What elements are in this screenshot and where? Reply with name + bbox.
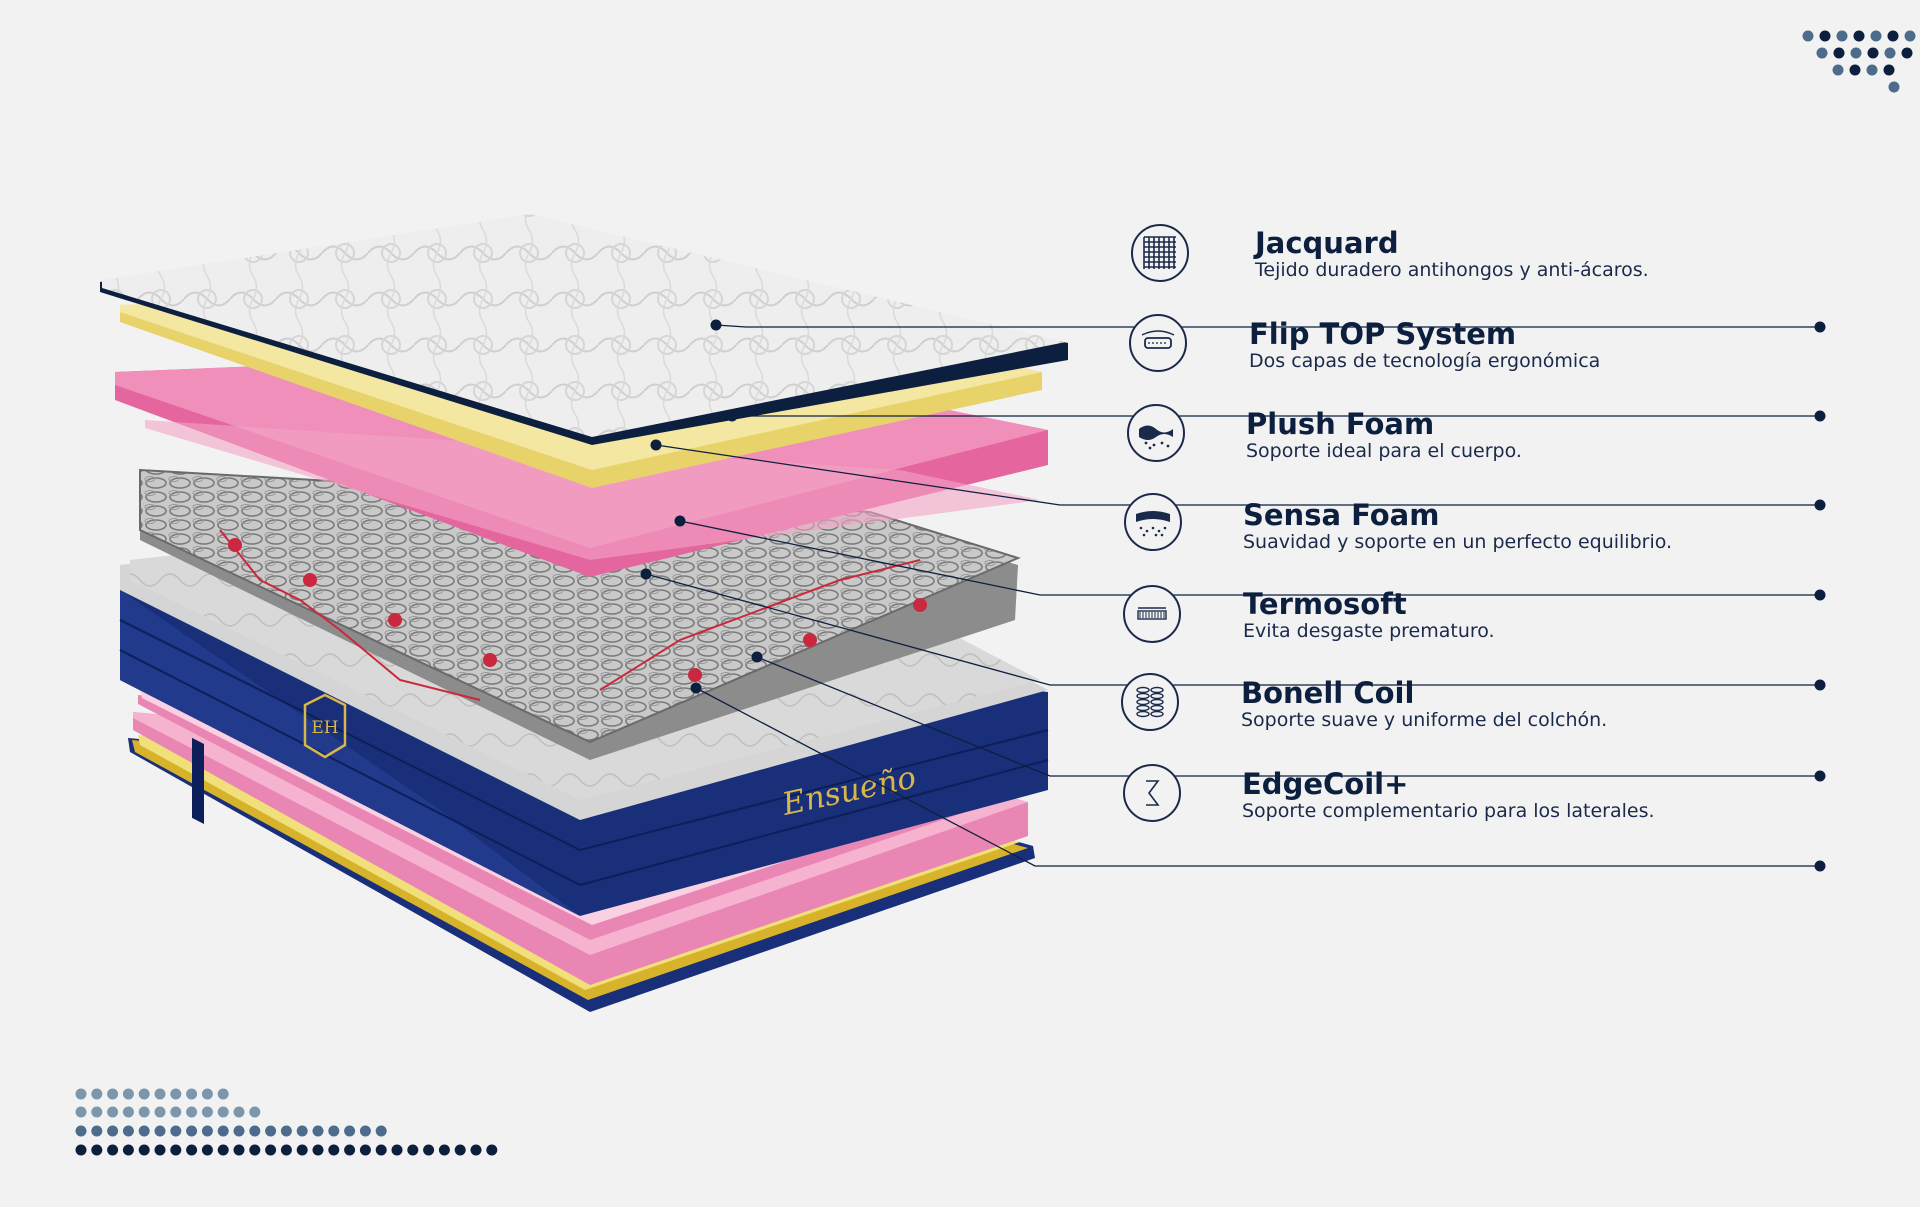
sensa-foam-icon bbox=[1124, 493, 1182, 551]
bonell-coil-unit bbox=[139, 468, 1021, 760]
feature-title: Bonell Coil bbox=[1241, 676, 1415, 710]
leader-line bbox=[645, 573, 1820, 686]
feature-title: Termosoft bbox=[1243, 587, 1407, 621]
feature-title: EdgeCoil+ bbox=[1242, 767, 1409, 801]
feature-title: Jacquard bbox=[1255, 226, 1399, 260]
leader-line bbox=[679, 520, 1820, 596]
feature-description: Tejido duradero antihongos y anti-ácaros… bbox=[1255, 259, 1649, 281]
feature-description: Dos capas de tecnología ergonómica bbox=[1249, 350, 1601, 372]
bonell-coil-icon bbox=[1121, 673, 1179, 731]
leader-dot bbox=[690, 682, 702, 694]
leader-dot bbox=[1814, 679, 1826, 691]
decorative-dots-bottom-left bbox=[75, 1088, 498, 1156]
leader-dot bbox=[650, 439, 662, 451]
termosoft-icon bbox=[1123, 585, 1181, 643]
plush-foam-icon bbox=[1127, 404, 1185, 462]
feature-description: Soporte complementario para los laterale… bbox=[1242, 800, 1655, 822]
edgecoil-icon bbox=[1123, 764, 1181, 822]
leader-line bbox=[715, 324, 1820, 328]
feature-description: Suavidad y soporte en un perfecto equili… bbox=[1243, 531, 1673, 553]
leader-dot bbox=[674, 515, 686, 527]
leader-dot bbox=[751, 651, 763, 663]
leader-line bbox=[756, 656, 1820, 777]
leader-dot bbox=[1814, 770, 1826, 782]
feature-description: Soporte ideal para el cuerpo. bbox=[1246, 440, 1522, 462]
leader-lines bbox=[640, 319, 1826, 872]
jacquard-top-layer bbox=[100, 214, 1068, 445]
leader-dot bbox=[1814, 589, 1826, 601]
leader-line bbox=[655, 444, 1820, 506]
flip-top-icon bbox=[1129, 314, 1187, 372]
leader-dot bbox=[710, 319, 722, 331]
leader-dot bbox=[640, 568, 652, 580]
feature-title: Plush Foam bbox=[1246, 407, 1435, 441]
leader-dot bbox=[726, 410, 738, 422]
leader-line bbox=[695, 687, 1820, 867]
feature-title: Sensa Foam bbox=[1243, 498, 1440, 532]
leader-dot bbox=[1814, 321, 1826, 333]
leader-dot bbox=[1814, 860, 1826, 872]
jacquard-weave-icon bbox=[1131, 224, 1189, 282]
leader-dot bbox=[1814, 499, 1826, 511]
leader-dot bbox=[1814, 410, 1826, 422]
feature-description: Soporte suave y uniforme del colchón. bbox=[1241, 709, 1608, 731]
feature-title: Flip TOP System bbox=[1249, 317, 1517, 351]
brand-monogram: EH bbox=[311, 718, 338, 738]
decorative-dots-top-right bbox=[1802, 30, 1916, 93]
feature-description: Evita desgaste prematuro. bbox=[1243, 620, 1495, 642]
